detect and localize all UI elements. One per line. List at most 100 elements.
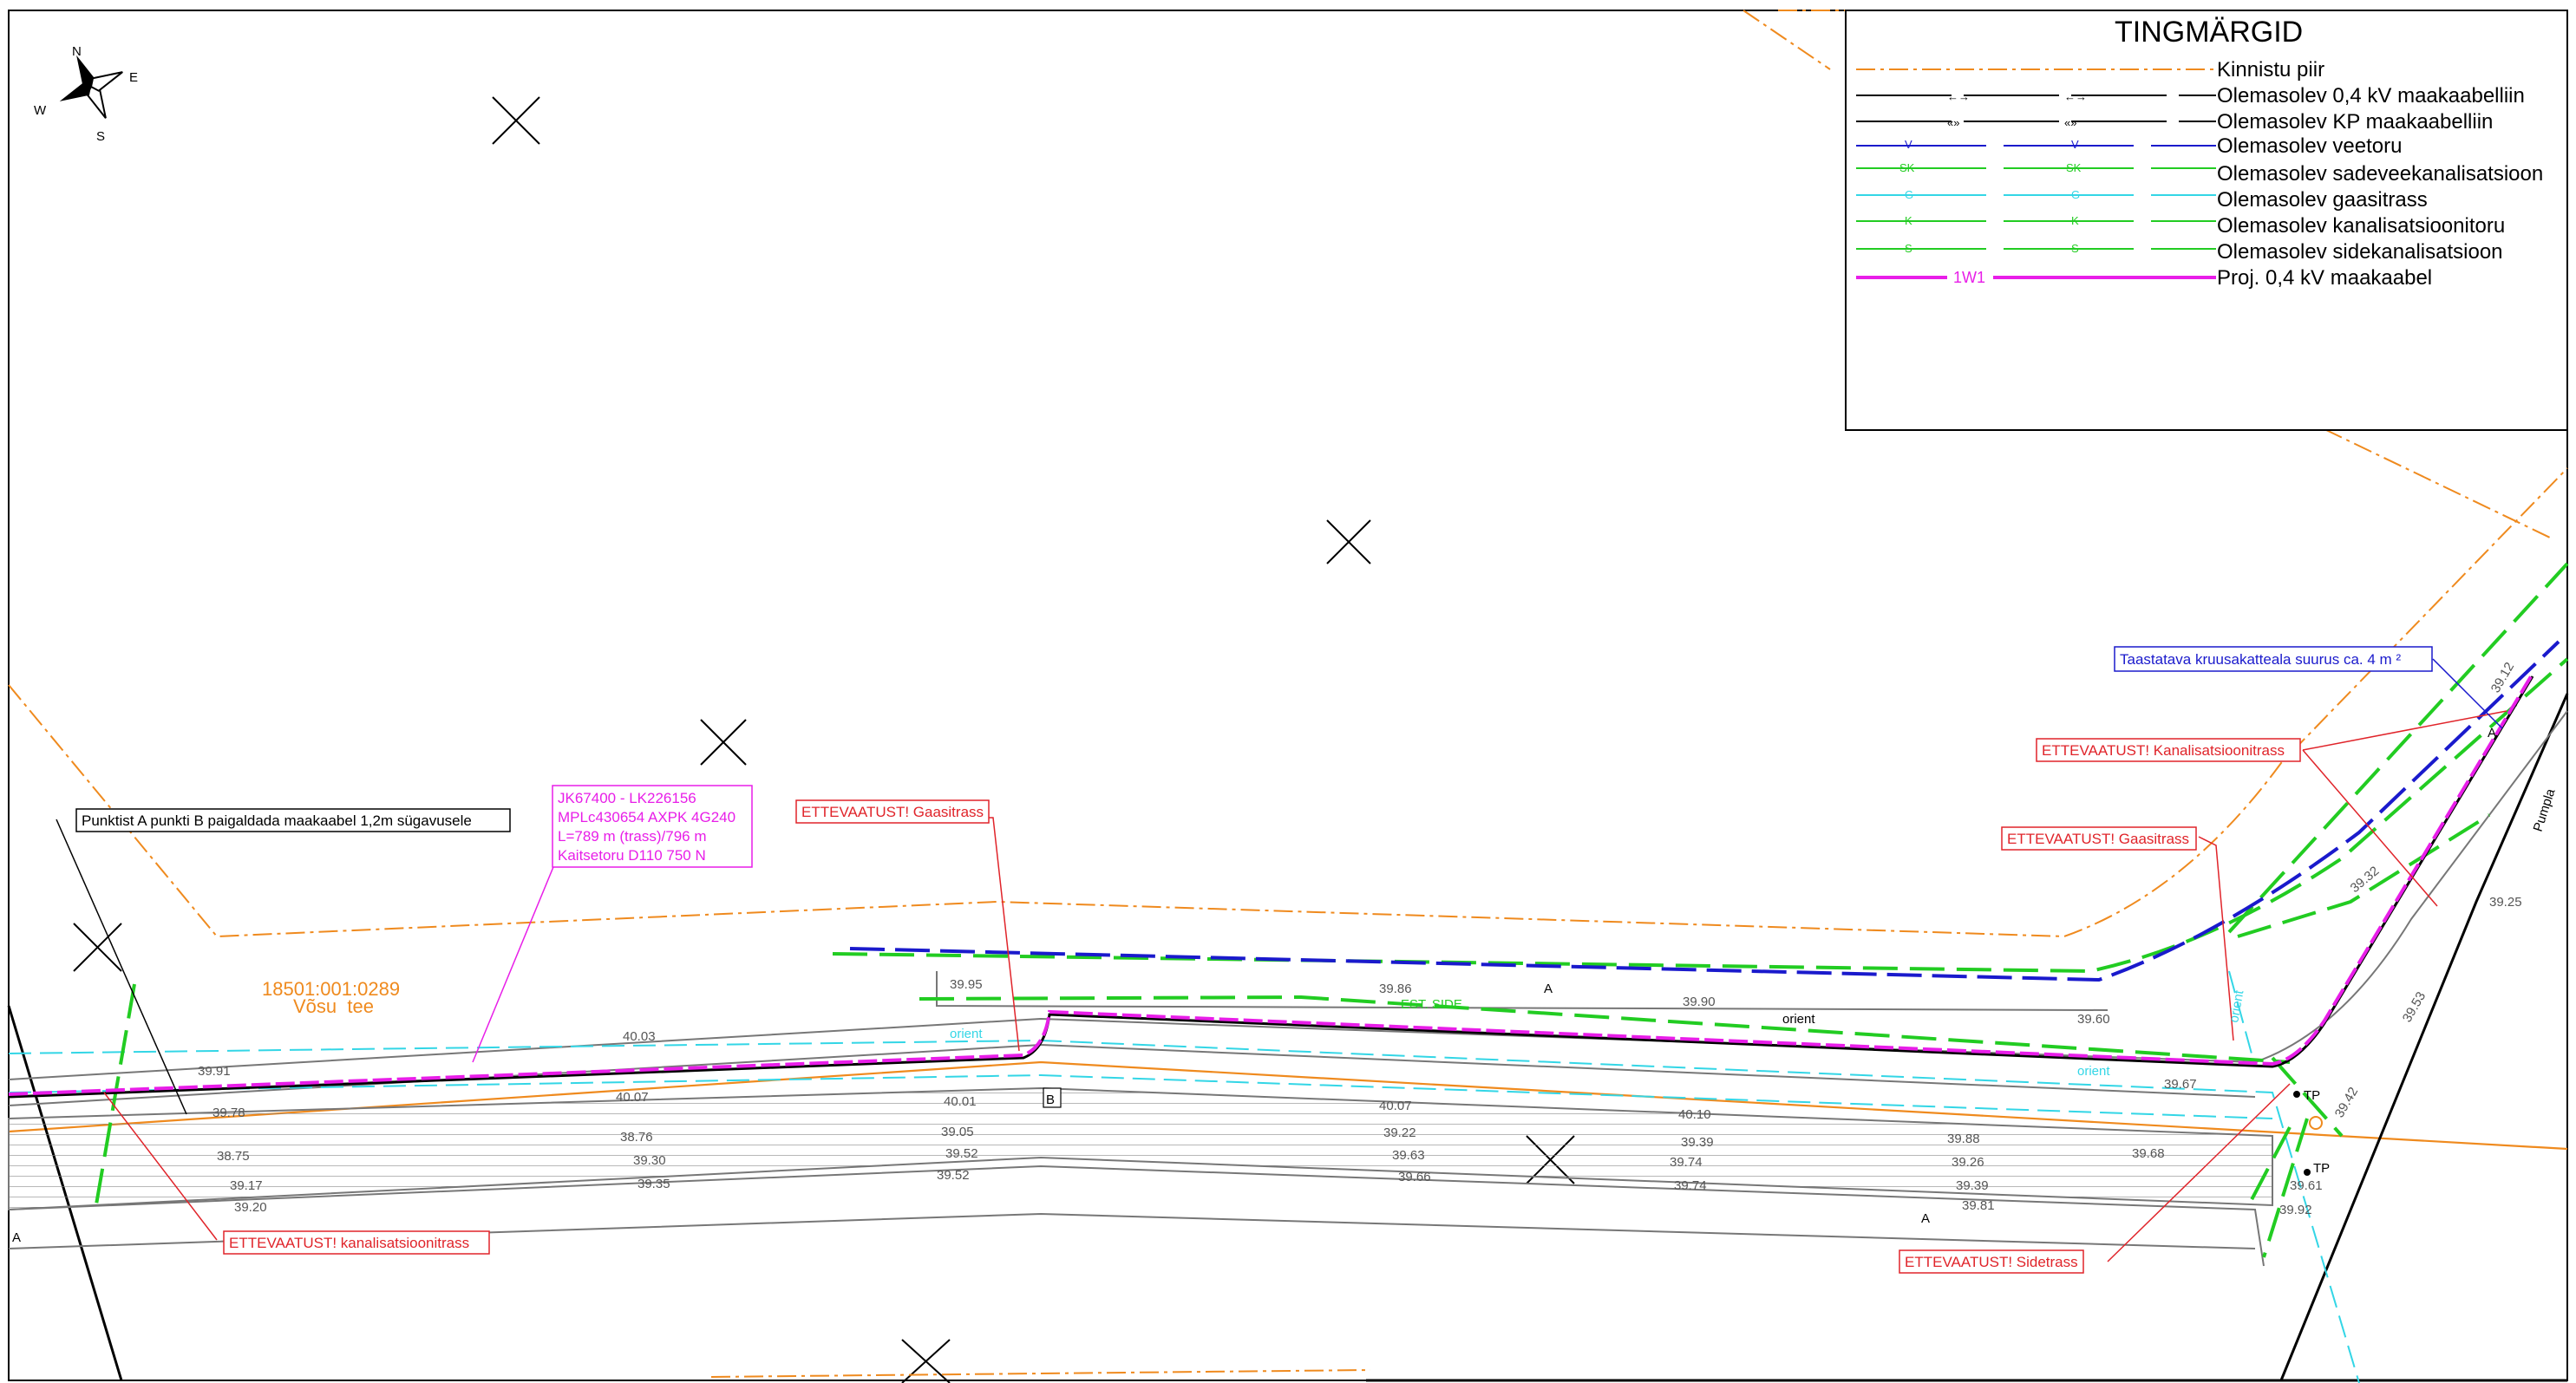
green-utilities <box>94 562 2569 1258</box>
gravel-note-text: Taastatava kruusakatteala suurus ca. 4 m… <box>2120 651 2401 668</box>
elev-10: 39.35 <box>637 1177 670 1191</box>
parcel-name: Võsu tee <box>293 995 374 1017</box>
legend-label-water: Olemasolev veetoru <box>2217 134 2402 158</box>
hatched-strip <box>8 1086 2273 1211</box>
point-b-label: B <box>1046 1093 1055 1107</box>
elev-37: 39.42 <box>2332 1085 2361 1120</box>
parcel-id: 18501:001:0289 <box>262 978 400 1000</box>
elev-30: 39.39 <box>1956 1178 1989 1193</box>
elev-19: 39.63 <box>1392 1148 1425 1163</box>
legend-code-water-2: V <box>2071 138 2079 151</box>
elev-35: 39.32 <box>2348 864 2383 896</box>
compass-rose: N E S W <box>34 44 138 144</box>
elev-39: 39.12 <box>2488 660 2517 695</box>
elev-3: 38.75 <box>217 1149 250 1164</box>
tick-a-3: A <box>2488 726 2496 740</box>
elev-16: 39.86 <box>1379 982 1412 996</box>
warning-telecom: ETTEVAATUST! Sidetrass <box>1899 1249 2084 1274</box>
tp-label-1: TP <box>2304 1088 2320 1103</box>
elev-28: 39.88 <box>1947 1132 1980 1146</box>
elev-26: 39.60 <box>2077 1012 2110 1027</box>
annotation-cable-spec: JK67400 - LK226156 MPLc430654 AXPK 4G240… <box>552 785 753 868</box>
orient-label-4: orient <box>2226 988 2246 1024</box>
orient-label-2: orient <box>950 1027 983 1041</box>
compass-w: W <box>34 103 47 118</box>
elev-34: 39.92 <box>2279 1203 2312 1217</box>
elev-27: 39.67 <box>2164 1077 2197 1092</box>
compass-s: S <box>96 129 105 144</box>
tick-a-2: A <box>1921 1211 1930 1226</box>
elev-33: 39.61 <box>2290 1178 2323 1193</box>
svg-text:←→: ←→ <box>1947 90 1970 103</box>
elev-14: 39.52 <box>945 1146 978 1161</box>
compass-n: N <box>72 44 82 59</box>
elev-29: 39.26 <box>1952 1155 1984 1170</box>
elev-25: 39.74 <box>1674 1178 1707 1193</box>
svg-text:«»: «» <box>1947 116 1959 129</box>
warning-sewer-right-text: ETTEVAATUST! Kanalisatsioonitrass <box>2042 742 2285 759</box>
elev-11: 39.95 <box>950 977 983 992</box>
legend-label-cable: Proj. 0,4 kV maakaabel <box>2217 266 2432 290</box>
warning-gas-1-text: ETTEVAATUST! Gaasitrass <box>801 804 984 820</box>
legend-code-telecom: S <box>1905 242 1912 255</box>
tp-label-2: TP <box>2313 1161 2330 1176</box>
road-right-label: Pumpla <box>2531 786 2559 833</box>
orient-label-1: orient <box>1782 1012 1815 1027</box>
elev-32: 39.68 <box>2132 1146 2165 1161</box>
legend-label-property: Kinnistu piir <box>2217 58 2324 82</box>
elev-6: 40.03 <box>623 1029 656 1044</box>
elev-12: 40.01 <box>944 1094 977 1109</box>
property-boundaries <box>8 10 2568 1378</box>
legend-label-kp-cable: Olemasolev KP maakaabelliin <box>2217 110 2493 134</box>
point-a-label: A <box>12 1230 21 1245</box>
elev-17: 40.07 <box>1379 1099 1412 1113</box>
legend-title: TINGMÄRGID <box>2115 16 2303 49</box>
orient-label-3: orient <box>2077 1064 2110 1079</box>
tick-a-1: A <box>1544 982 1553 996</box>
elev-2: 39.78 <box>212 1106 245 1120</box>
compass-e: E <box>129 70 138 85</box>
warning-gas-1: ETTEVAATUST! Gaasitrass <box>795 799 990 824</box>
elev-13: 39.05 <box>941 1125 974 1139</box>
legend-code-telecom-2: S <box>2071 242 2079 255</box>
elev-36: 39.25 <box>2489 895 2522 910</box>
elev-24: 39.74 <box>1670 1155 1703 1170</box>
cable-spec-line-3: L=789 m (trass)/796 m <box>558 828 707 845</box>
warning-gas-2: ETTEVAATUST! Gaasitrass <box>2001 826 2197 851</box>
elev-20: 39.66 <box>1398 1170 1431 1184</box>
legend-label-telecom: Olemasolev sidekanalisatsioon <box>2217 240 2503 264</box>
warning-sewer-left-text: ETTEVAATUST! kanalisatsioonitrass <box>229 1235 469 1251</box>
warning-sewer-left: ETTEVAATUST! kanalisatsioonitrass <box>223 1230 490 1255</box>
legend-code-storm: SK <box>1899 161 1915 174</box>
elev-1: 39.91 <box>198 1064 231 1079</box>
elev-22: 40.10 <box>1678 1107 1711 1122</box>
legend-label-storm: Olemasolev sadeveekanalisatsioon <box>2217 162 2543 186</box>
elev-18: 39.22 <box>1383 1125 1416 1140</box>
legend-code-gas-2: G <box>2071 188 2080 201</box>
elev-9: 39.30 <box>633 1153 666 1168</box>
legend-code-sewer-2: K <box>2071 214 2079 227</box>
legend: TINGMÄRGID Kinnistu piir ←→ ←→ Olemasole… <box>1845 10 2568 431</box>
elev-5: 39.20 <box>234 1200 267 1215</box>
elev-23: 39.39 <box>1681 1135 1714 1150</box>
elev-21: 39.90 <box>1683 995 1716 1009</box>
annotation-punktist: Punktist A punkti B paigaldada maakaabel… <box>75 808 511 832</box>
est-side-label: EST. SIDE <box>1401 997 1462 1012</box>
cable-spec-line-2: MPLc430654 AXPK 4G240 <box>558 809 736 825</box>
legend-code-storm-2: SK <box>2066 161 2082 174</box>
punktist-text: Punktist A punkti B paigaldada maakaabel… <box>82 812 472 829</box>
legend-code-sewer: K <box>1905 214 1912 227</box>
warning-gas-2-text: ETTEVAATUST! Gaasitrass <box>2007 831 2189 847</box>
road-labels: B A A A A orient orient orient orient ES… <box>12 726 2559 1245</box>
point-b-box <box>1043 1087 1062 1108</box>
black-boundaries <box>7 693 2569 1382</box>
elev-7: 40.07 <box>616 1090 649 1105</box>
elev-31: 39.81 <box>1962 1198 1995 1213</box>
warning-telecom-text: ETTEVAATUST! Sidetrass <box>1905 1254 2078 1270</box>
cable-spec-line-4: Kaitsetoru D110 750 N <box>558 847 706 864</box>
elev-8: 38.76 <box>620 1130 653 1145</box>
elev-38: 39.53 <box>2400 989 2429 1025</box>
cable-spec-line-1: JK67400 - LK226156 <box>558 790 696 806</box>
legend-label-gas: Olemasolev gaasitrass <box>2217 188 2428 212</box>
